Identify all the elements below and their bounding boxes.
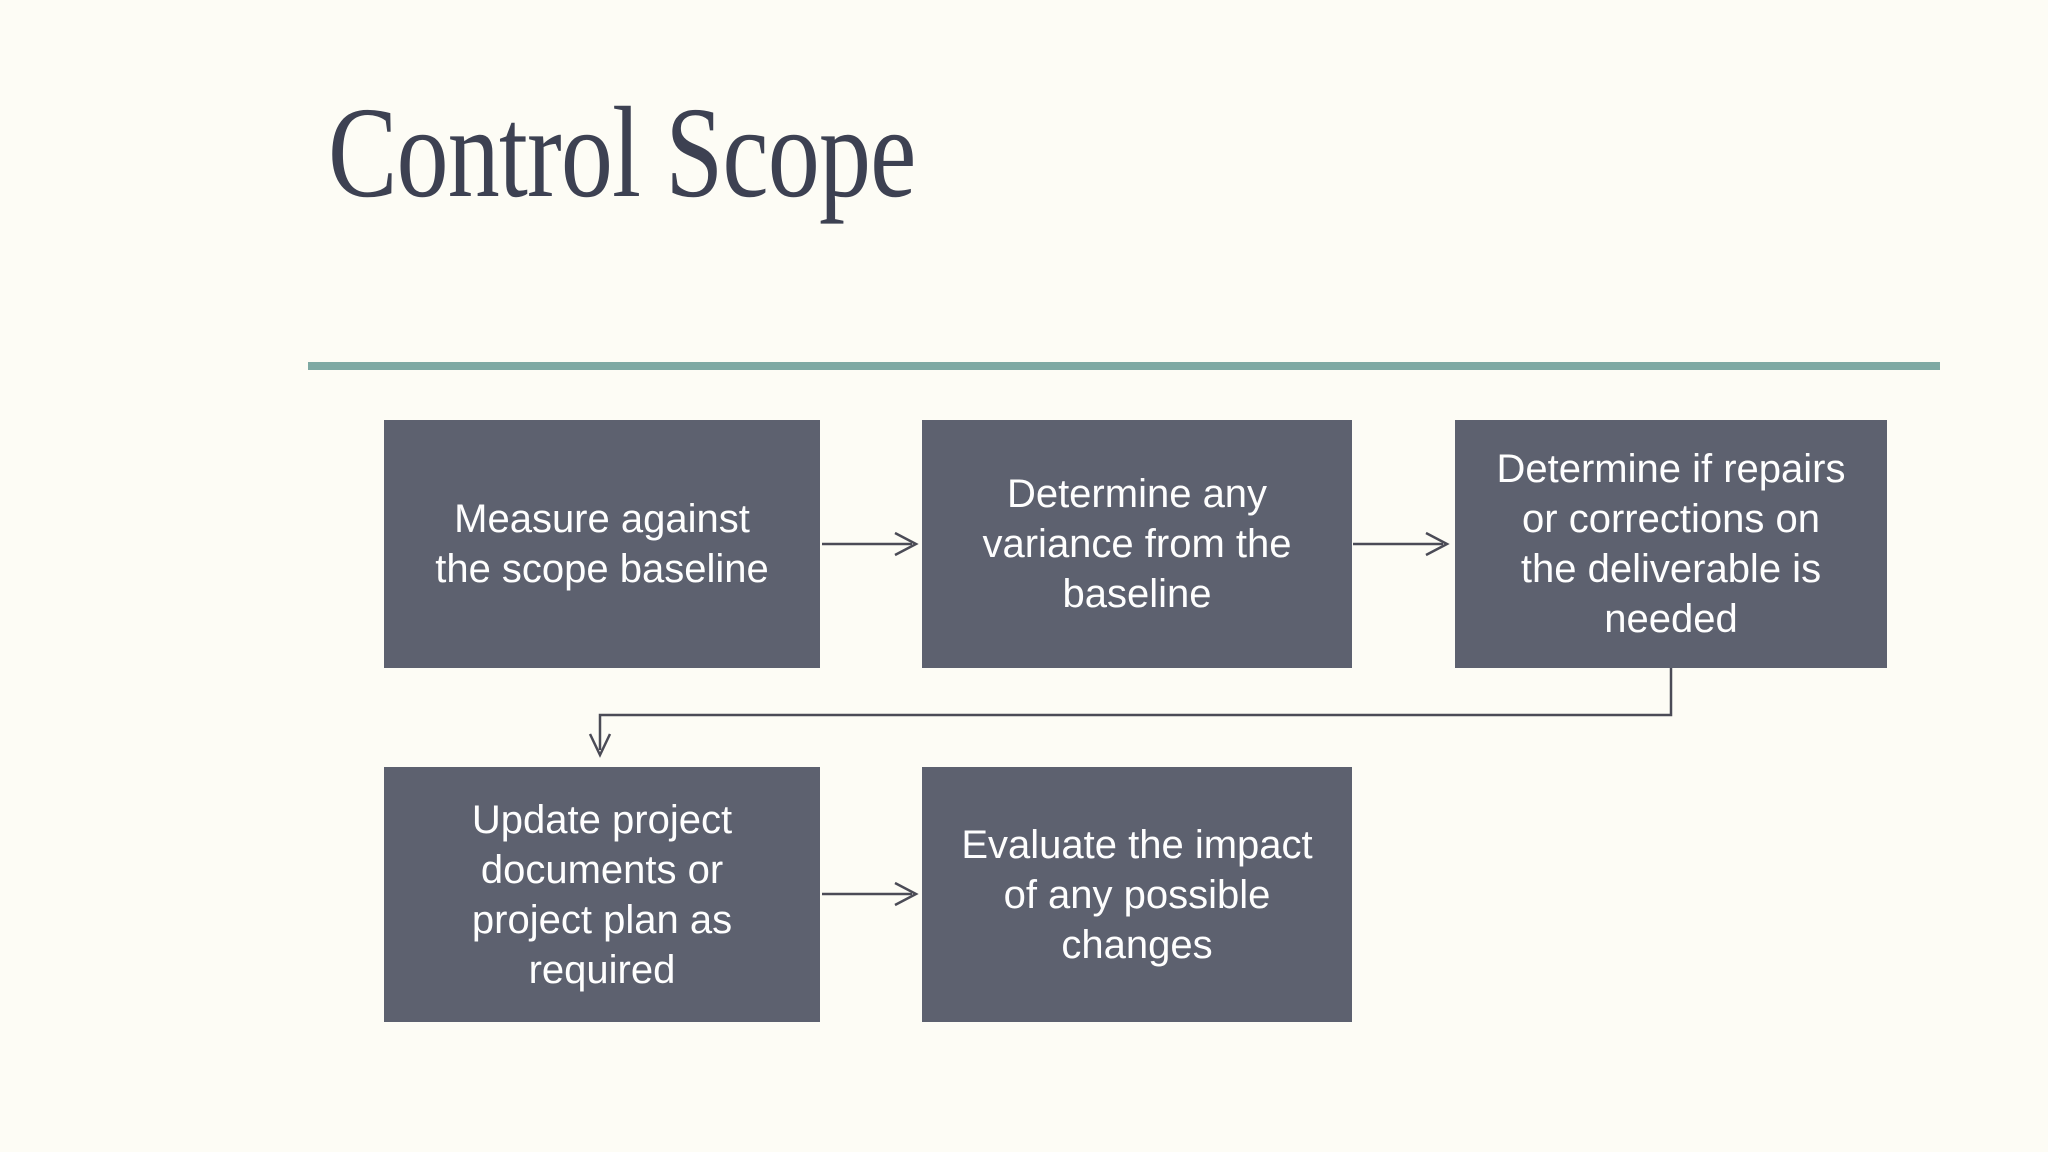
elbow-arrow-repairs-to-update	[588, 668, 1673, 758]
flow-node-update-documents: Update project documents or project plan…	[384, 767, 820, 1022]
title-divider-line	[308, 362, 1940, 370]
arrow-variance-to-repairs	[1353, 531, 1450, 557]
flow-node-determine-repairs: Determine if repairs or corrections on t…	[1455, 420, 1887, 668]
flow-node-determine-variance: Determine any variance from the baseline	[922, 420, 1352, 668]
flow-node-label: Determine if repairs or corrections on t…	[1496, 447, 1846, 641]
slide-title: Control Scope	[328, 81, 916, 225]
flow-node-label: Evaluate the impact of any possible chan…	[961, 822, 1313, 967]
flow-node-evaluate-impact: Evaluate the impact of any possible chan…	[922, 767, 1352, 1022]
arrow-measure-to-variance	[822, 531, 919, 557]
flow-node-label: Measure against the scope baseline	[435, 497, 769, 591]
flow-node-label: Update project documents or project plan…	[471, 797, 733, 992]
flow-node-label: Determine any variance from the baseline	[982, 472, 1292, 616]
arrow-update-to-evaluate	[822, 881, 919, 907]
flow-node-measure-baseline: Measure against the scope baseline	[384, 420, 820, 668]
